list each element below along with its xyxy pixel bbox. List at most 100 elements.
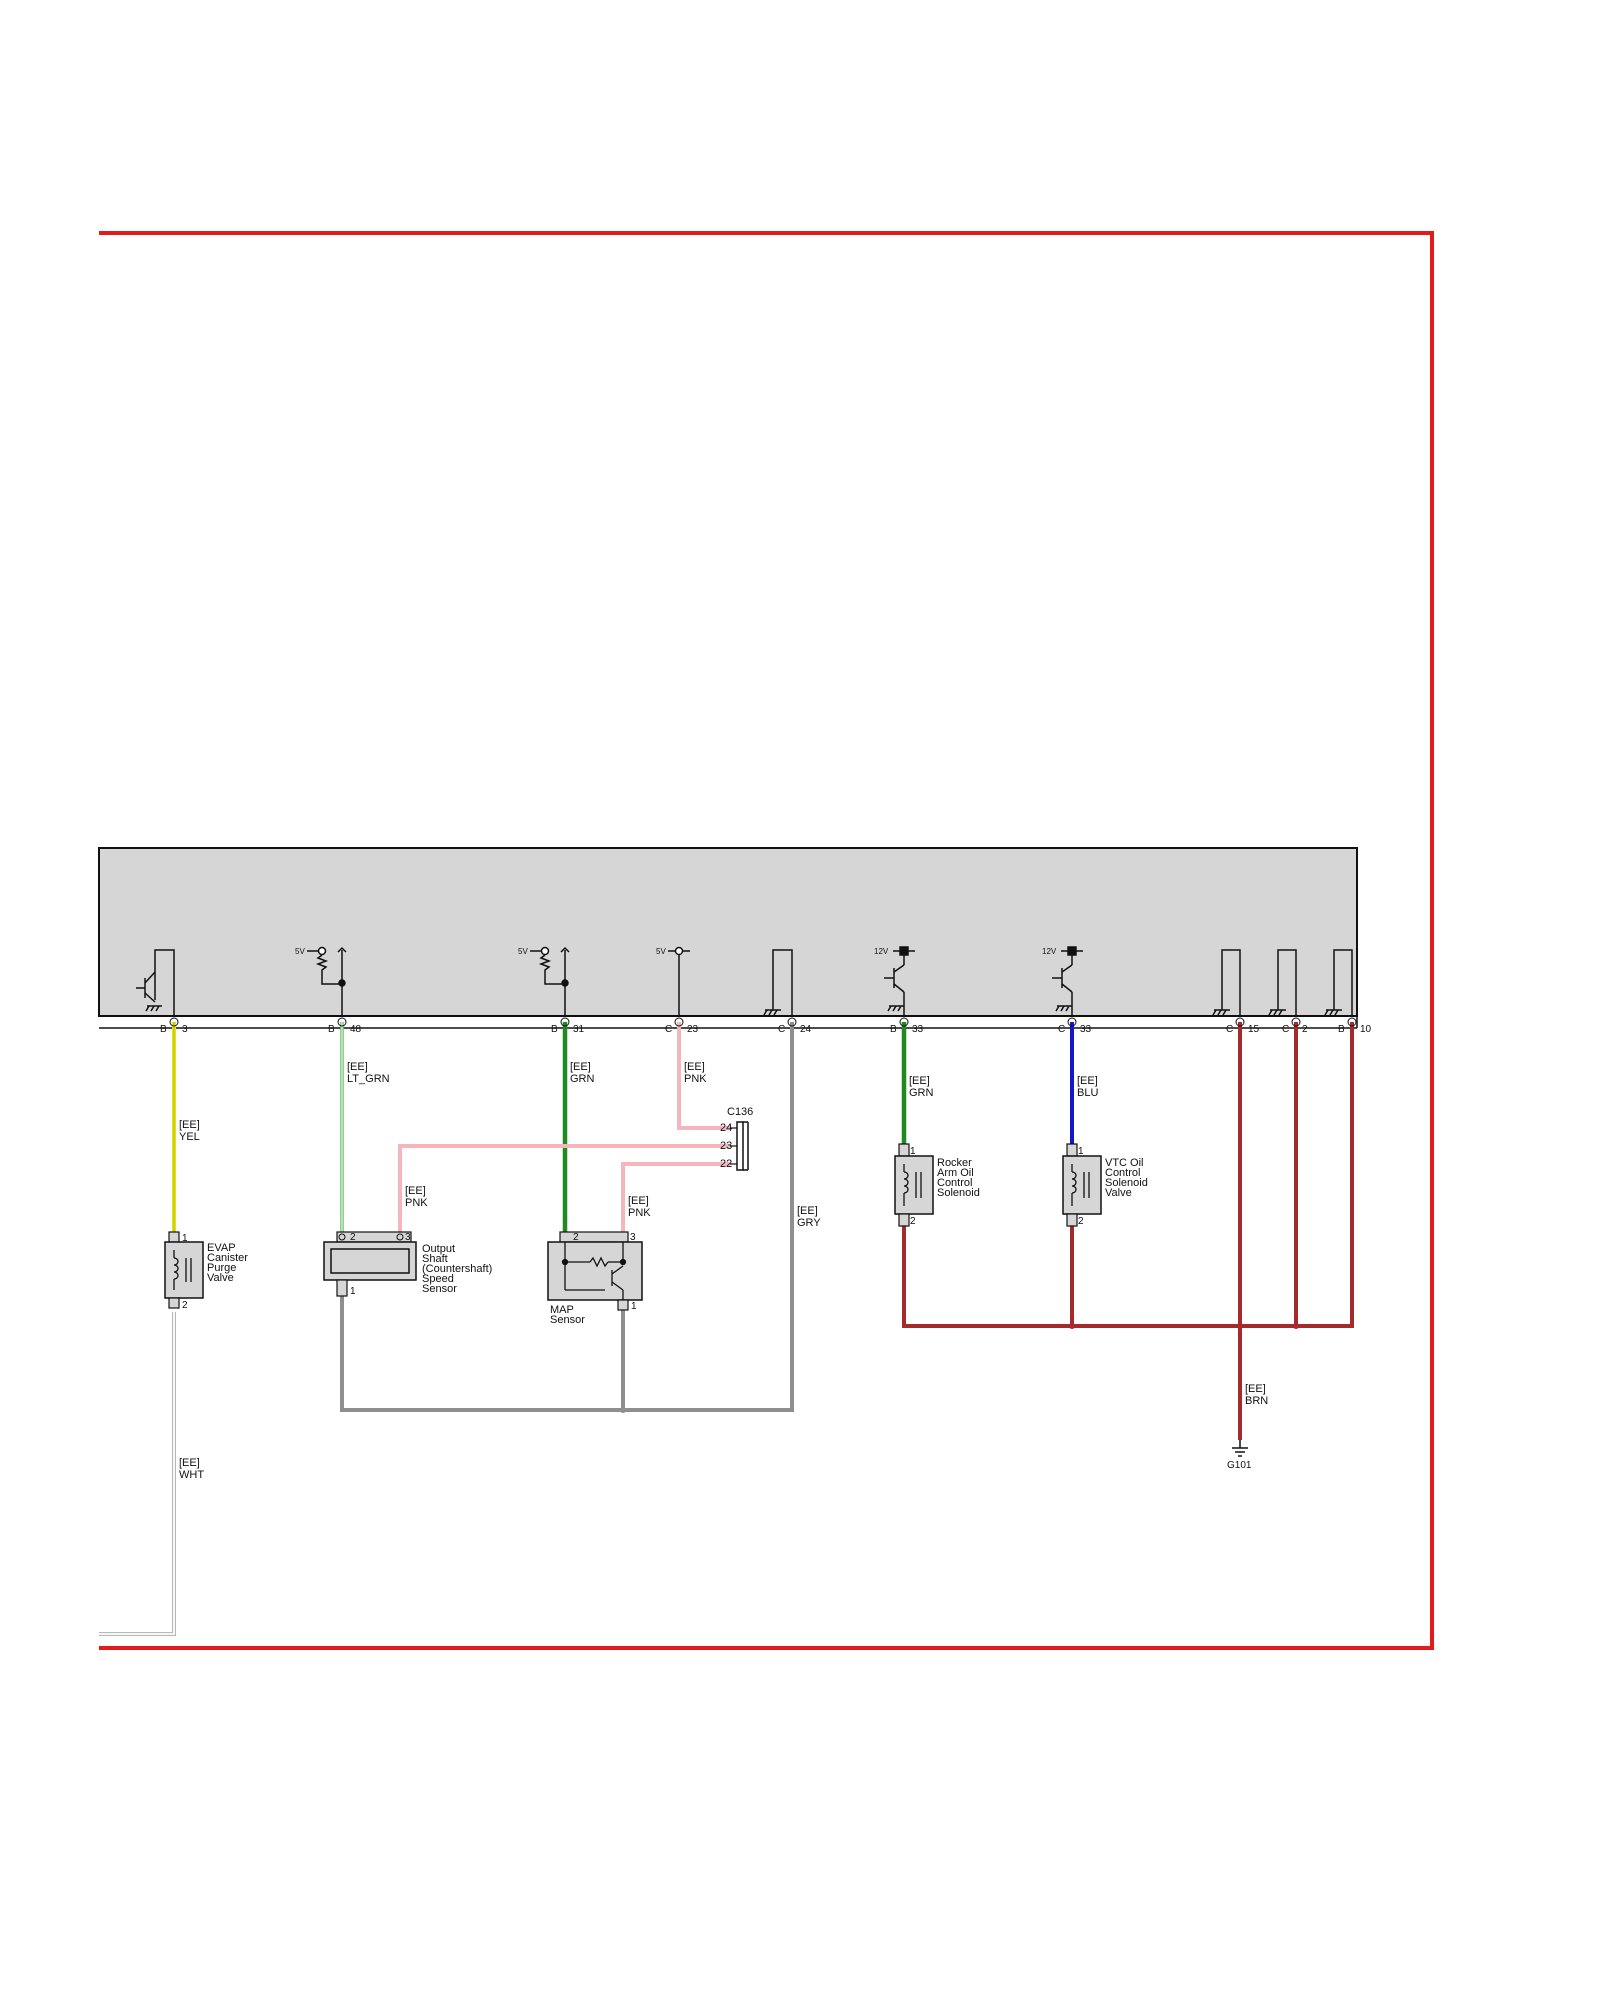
ecm-ground-c24: [763, 949, 793, 1016]
wire-circuit: [EE]: [628, 1195, 649, 1207]
wire-label-brn: [EE] BRN: [1245, 1383, 1268, 1407]
component-label-line: Sensor: [422, 1283, 457, 1295]
solenoid-coil-icon: [903, 1164, 922, 1206]
wire-gry: [340, 1022, 794, 1412]
diagram-border: [99, 231, 1434, 1650]
ecm-pullup-b48: [307, 946, 347, 1016]
ecm-pin-b3: B 3: [160, 1017, 188, 1035]
ecm-housing: [98, 847, 1358, 1017]
ecm-pin-b10: B 10: [1338, 1017, 1372, 1035]
pin-number: 1: [350, 1286, 356, 1297]
wire-circuit: [EE]: [179, 1457, 200, 1469]
wire-label-gry: [EE] GRY: [797, 1205, 821, 1229]
wire-label-lt-grn: [EE] LT_GRN: [347, 1061, 390, 1085]
supply-label-b48: 5V: [295, 947, 305, 956]
wire-circuit: [EE]: [179, 1119, 200, 1131]
wire-color: PNK: [628, 1207, 651, 1219]
pin-number: 2: [573, 1232, 579, 1243]
wire-wht: [99, 1312, 176, 1636]
supply-label-b31: 5V: [518, 947, 528, 956]
pin-conn: B: [328, 1024, 335, 1035]
wire-circuit: [EE]: [405, 1185, 426, 1197]
splice-name: C136: [727, 1106, 753, 1118]
solenoid-coil-icon: [173, 1250, 192, 1290]
pin-num: 33: [1080, 1024, 1092, 1035]
component-label-line: Shaft: [422, 1253, 448, 1265]
pin-conn: B: [1338, 1024, 1345, 1035]
pin-number: 1: [1078, 1146, 1084, 1157]
splice-pin: 22: [720, 1158, 732, 1170]
component-label-line: (Countershaft): [422, 1263, 492, 1275]
ecm-pin-b48: B 48: [328, 1017, 362, 1035]
component-label-line: Rocker: [937, 1157, 972, 1169]
wire-color: GRY: [797, 1217, 821, 1229]
splice-dot-brn-3: [1293, 1323, 1299, 1329]
pin-number: 1: [631, 1301, 637, 1312]
wire-color: YEL: [179, 1131, 200, 1143]
ecm-pullup-b31: [530, 946, 570, 1016]
wire-color: LT_GRN: [347, 1073, 390, 1085]
pin-conn: B: [160, 1024, 167, 1035]
supply-label-c23: 5V: [656, 947, 666, 956]
pin-number: 3: [405, 1232, 411, 1243]
component-label-line: Canister: [207, 1252, 248, 1264]
ecm-transistor-b3: [136, 949, 175, 1016]
component-label-line: VTC Oil: [1105, 1157, 1144, 1169]
ecm-driver-c33: [1052, 946, 1083, 1016]
splice-dot-gry: [620, 1407, 626, 1413]
pin-conn: B: [890, 1024, 897, 1035]
pin-num: 15: [1248, 1024, 1260, 1035]
pin-conn: C: [1282, 1024, 1289, 1035]
component-label-line: Control: [1105, 1167, 1140, 1179]
pin-num: 24: [800, 1024, 812, 1035]
wire-wht-core: [99, 1312, 175, 1635]
ecm-pin-b31: B 31: [551, 1017, 585, 1035]
wire-circuit: [EE]: [1077, 1075, 1098, 1087]
rocker-arm-oil-control-solenoid: 1 2 Rocker Arm Oil Control Solenoid: [894, 1143, 980, 1227]
solenoid-coil-icon: [1071, 1164, 1090, 1206]
component-label-line: Arm Oil: [937, 1167, 974, 1179]
pin-number: 1: [182, 1233, 188, 1244]
wire-color: BRN: [1245, 1395, 1268, 1407]
pin-num: 31: [573, 1024, 585, 1035]
wire-color: PNK: [684, 1073, 707, 1085]
component-label-line: MAP: [550, 1304, 574, 1316]
pin-conn: C: [665, 1024, 672, 1035]
wire-label-pnk-oss: [EE] PNK: [405, 1185, 428, 1209]
wire-circuit: [EE]: [684, 1061, 705, 1073]
pin-number: 2: [910, 1216, 916, 1227]
wire-color: GRN: [570, 1073, 595, 1085]
sensor-element-icon: [561, 1242, 627, 1300]
pin-conn: C: [1058, 1024, 1065, 1035]
evap-canister-purge-valve: 1 2 EVAP Canister Purge Valve: [164, 1231, 248, 1311]
wire-label-pnk-top: [EE] PNK: [684, 1061, 707, 1085]
map-sensor: 2 3 1 MAP Sensor: [547, 1231, 643, 1326]
pin-conn: C: [778, 1024, 785, 1035]
pin-conn: B: [551, 1024, 558, 1035]
splice-dot-brn-2: [1237, 1323, 1243, 1329]
splice-connector-c136: C136 24 23 22: [720, 1106, 753, 1171]
wire-pnk-map: [621, 1162, 730, 1232]
ecm-pin-c15: C 15: [1226, 1017, 1260, 1035]
component-label-line: Solenoid: [937, 1187, 980, 1199]
ground-label-g101: G101: [1227, 1460, 1252, 1471]
ecm-pin-c33: C 33: [1058, 1017, 1092, 1035]
pin-num: 10: [1360, 1024, 1372, 1035]
component-label-line: Control: [937, 1177, 972, 1189]
wire-label-grn: [EE] GRN: [570, 1061, 595, 1085]
pin-num: 33: [912, 1024, 924, 1035]
component-label-line: Sensor: [550, 1314, 585, 1326]
pin-number: 2: [1078, 1216, 1084, 1227]
splice-pin: 23: [720, 1140, 732, 1152]
wire-circuit: [EE]: [347, 1061, 368, 1073]
vtc-oil-control-solenoid-valve: 1 2 VTC Oil Control Solenoid Valve: [1062, 1143, 1148, 1227]
pin-number: 2: [350, 1232, 356, 1243]
component-label-line: Speed: [422, 1273, 454, 1285]
pin-conn: C: [1226, 1024, 1233, 1035]
wire-label-pnk-map: [EE] PNK: [628, 1195, 651, 1219]
component-label-line: Purge: [207, 1262, 236, 1274]
wire-circuit: [EE]: [797, 1205, 818, 1217]
pin-num: 3: [182, 1024, 188, 1035]
ecm-pin-b33: B 33: [890, 1017, 924, 1035]
